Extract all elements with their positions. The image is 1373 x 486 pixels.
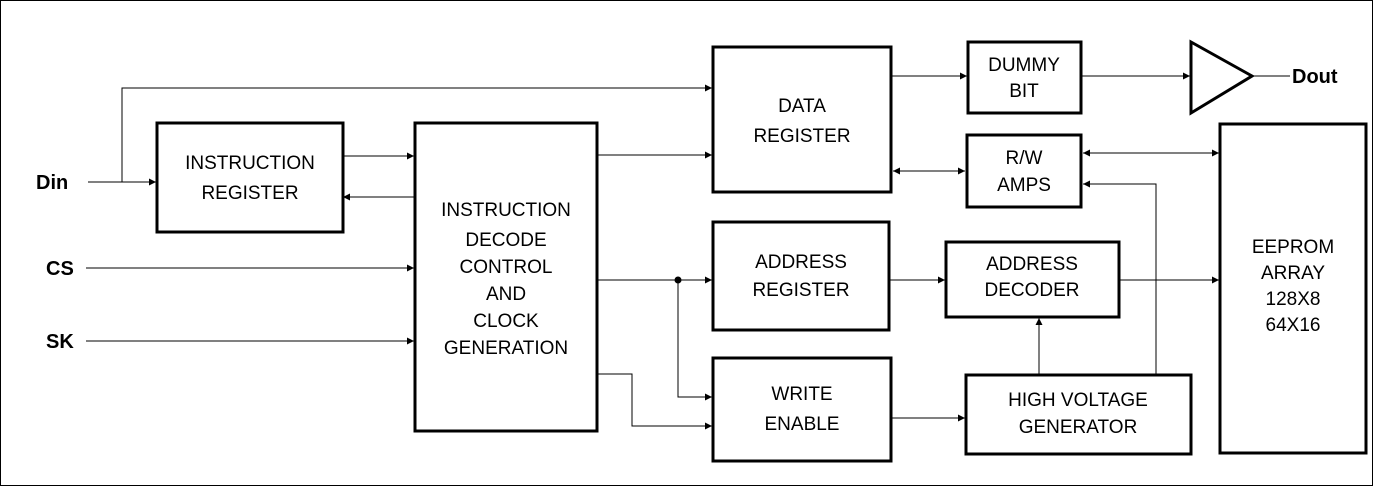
instruction-register-line-1: INSTRUCTION: [185, 153, 315, 174]
eeprom-array-block: EEPROM ARRAY 128X8 64X16: [1218, 122, 1368, 455]
data-register-block: DATA REGISTER: [711, 45, 893, 194]
address-register-block: ADDRESS REGISTER: [711, 220, 891, 332]
wire-branch-to-write-enable: [677, 280, 712, 401]
decode-line-1: INSTRUCTION: [441, 200, 571, 221]
address-decoder-line-2: DECODER: [984, 280, 1079, 301]
eeprom-line-2: ARRAY: [1261, 263, 1325, 284]
rw-amps-block: R/W AMPS: [965, 133, 1083, 209]
wire-decode-to-write-enable: [597, 373, 712, 430]
wire-din-to-data-register: [121, 84, 712, 182]
data-register-line-2: REGISTER: [753, 126, 850, 147]
instruction-register-block: INSTRUCTION REGISTER: [155, 121, 345, 234]
instruction-decode-block: INSTRUCTION DECODE CONTROL AND CLOCK GEN…: [413, 121, 599, 433]
rw-amps-line-2: AMPS: [997, 175, 1051, 196]
write-enable-block: WRITE ENABLE: [711, 356, 893, 463]
dummy-bit-block: DUMMY BIT: [966, 40, 1083, 115]
hvg-line-2: GENERATOR: [1019, 417, 1138, 438]
pin-din-label: Din: [36, 172, 68, 194]
address-decoder-block: ADDRESS DECODER: [944, 240, 1121, 319]
write-enable-line-1: WRITE: [771, 384, 832, 405]
output-buffer-triangle: [1189, 39, 1255, 116]
instruction-register-line-2: REGISTER: [201, 183, 298, 204]
eeprom-line-1: EEPROM: [1252, 237, 1334, 258]
dummy-bit-line-2: BIT: [1009, 81, 1039, 102]
decode-line-2: DECODE: [465, 230, 546, 251]
pin-sk-label: SK: [46, 331, 74, 353]
eeprom-line-3: 128X8: [1266, 289, 1321, 310]
pin-cs-label: CS: [46, 258, 74, 280]
eeprom-line-4: 64X16: [1266, 315, 1321, 336]
wire-hvg-to-rw-amps: [1083, 180, 1157, 374]
high-voltage-generator-block: HIGH VOLTAGE GENERATOR: [964, 373, 1193, 456]
decode-line-3: CONTROL: [460, 257, 553, 278]
address-register-line-1: ADDRESS: [755, 252, 847, 273]
decode-line-6: GENERATION: [444, 338, 568, 359]
dummy-bit-line-1: DUMMY: [988, 55, 1060, 76]
write-enable-line-2: ENABLE: [765, 414, 840, 435]
hvg-line-1: HIGH VOLTAGE: [1008, 390, 1148, 411]
data-register-line-1: DATA: [778, 96, 826, 117]
address-decoder-line-1: ADDRESS: [986, 254, 1078, 275]
address-register-line-2: REGISTER: [752, 280, 849, 301]
decode-line-5: CLOCK: [473, 311, 539, 332]
pin-dout-label: Dout: [1292, 66, 1338, 88]
rw-amps-line-1: R/W: [1006, 148, 1043, 169]
decode-line-4: AND: [486, 284, 526, 305]
wires: [86, 72, 1290, 430]
